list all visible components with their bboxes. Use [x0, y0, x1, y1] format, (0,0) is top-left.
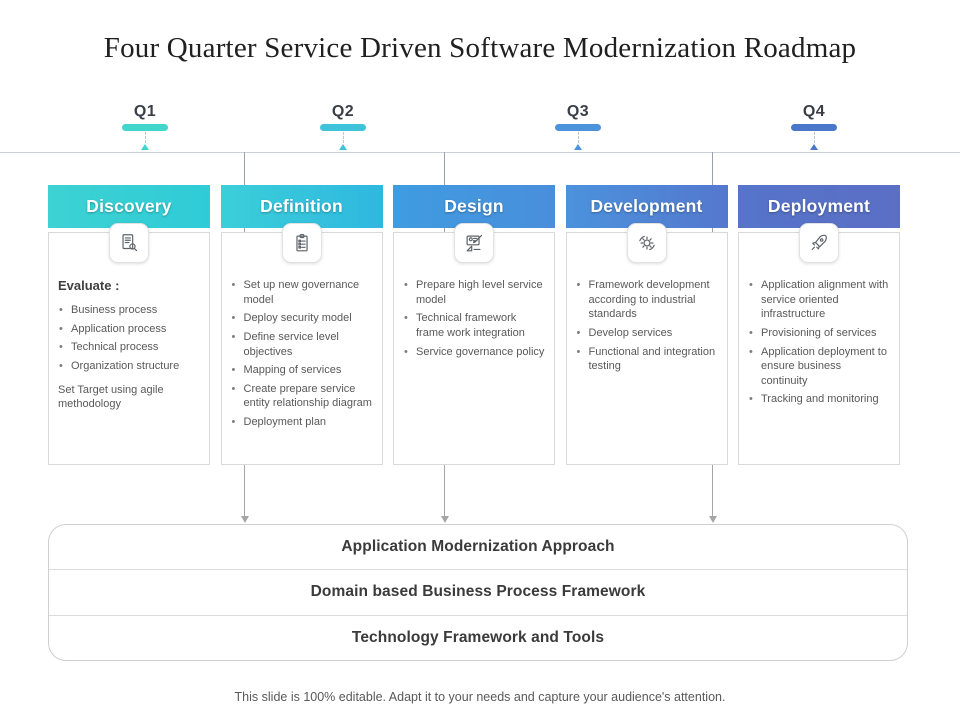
- phase-column: Development Framework development accord…: [565, 185, 728, 465]
- phase-column: Design Prepare high level service model …: [393, 185, 555, 465]
- bullet-item: Define service level objectives: [231, 330, 373, 359]
- document-search-icon: [109, 223, 149, 263]
- quarter-bar: [555, 124, 601, 131]
- phase-header: Deployment: [738, 185, 900, 228]
- clipboard-checklist-icon: [281, 223, 322, 263]
- bullet-item: Organization structure: [58, 359, 200, 374]
- bullet-item: Application alignment with service orien…: [748, 278, 890, 322]
- quarter-arrow-icon: [810, 144, 818, 150]
- phase-heading: Evaluate :: [58, 278, 120, 293]
- rocket-icon: [799, 223, 839, 263]
- quarter-bar: [122, 124, 168, 131]
- phase-body: Application alignment with service orien…: [738, 232, 900, 465]
- bullet-item: Prepare high level service model: [403, 278, 545, 307]
- quarter-arrow-icon: [574, 144, 582, 150]
- timeline-line: [0, 152, 960, 153]
- bullet-item: Functional and integration testing: [576, 345, 718, 374]
- quarter-connector-line: [813, 132, 815, 143]
- phase-columns: Discovery Evaluate : Business process Ap…: [48, 185, 900, 465]
- down-arrow-line: [244, 465, 245, 516]
- quarter-bar: [791, 124, 837, 131]
- bullet-item: Develop services: [576, 326, 718, 341]
- bullet-item: Provisioning of services: [748, 326, 890, 341]
- bullet-item: Application process: [58, 322, 200, 337]
- framework-row: Technology Framework and Tools: [49, 614, 907, 660]
- phase-bullet-list: Business process Application process Tec…: [58, 303, 200, 374]
- phase-bullet-list: Application alignment with service orien…: [748, 278, 890, 407]
- phase-body: Framework development according to indus…: [565, 232, 728, 465]
- phase-header: Definition: [220, 185, 383, 228]
- phase-note: Set Target using agile methodology: [58, 383, 164, 411]
- bullet-item: Deployment plan: [231, 415, 373, 430]
- bullet-item: Application deployment to ensure busines…: [748, 345, 890, 389]
- bullet-item: Framework development according to indus…: [576, 278, 718, 322]
- quarter-marker: Q1: [105, 103, 185, 150]
- phase-bullet-list: Set up new governance model Deploy secur…: [231, 278, 373, 430]
- gear-process-icon: [626, 223, 667, 263]
- bullet-item: Business process: [58, 303, 200, 318]
- bullet-item: Tracking and monitoring: [748, 392, 890, 407]
- phase-column: Deployment Application alignment with se…: [738, 185, 900, 465]
- down-arrow-line: [712, 465, 713, 516]
- phase-body: Prepare high level service model Technic…: [393, 232, 555, 465]
- bullet-item: Set up new governance model: [231, 278, 373, 307]
- phase-column: Discovery Evaluate : Business process Ap…: [48, 185, 210, 465]
- quarter-marker: Q3: [538, 103, 618, 150]
- bullet-item: Technical framework frame work integrati…: [403, 311, 545, 340]
- bullet-item: Service governance policy: [403, 345, 545, 360]
- quarter-label: Q4: [802, 103, 826, 120]
- framework-box: Application Modernization Approach Domai…: [48, 524, 908, 661]
- down-arrow-icon: [240, 516, 249, 523]
- phase-body: Set up new governance model Deploy secur…: [220, 232, 383, 465]
- down-arrow-line: [444, 465, 445, 516]
- phase-body: Evaluate : Business process Application …: [48, 232, 210, 465]
- framework-row: Application Modernization Approach: [341, 538, 615, 556]
- phase-bullet-list: Prepare high level service model Technic…: [403, 278, 545, 359]
- quarter-connector-line: [144, 132, 146, 143]
- bullet-item: Deploy security model: [231, 311, 373, 326]
- quarter-arrow-icon: [141, 144, 149, 150]
- quarter-arrow-icon: [339, 144, 347, 150]
- phase-column: Definition Set up new governance model D…: [220, 185, 383, 465]
- quarter-connector-line: [577, 132, 579, 143]
- bullet-item: Technical process: [58, 340, 200, 355]
- quarter-label: Q2: [331, 103, 355, 120]
- footer-note: This slide is 100% editable. Adapt it to…: [234, 690, 726, 704]
- phase-bullet-list: Framework development according to indus…: [576, 278, 718, 374]
- bullet-item: Mapping of services: [231, 363, 373, 378]
- slide-title: Four Quarter Service Driven Software Mod…: [103, 32, 857, 64]
- quarter-connector-line: [342, 132, 344, 143]
- bullet-item: Create prepare service entity relationsh…: [231, 382, 373, 411]
- down-arrow-icon: [440, 516, 449, 523]
- phase-header: Discovery: [48, 185, 210, 228]
- quarter-marker: Q2: [303, 103, 383, 150]
- design-tools-icon: [454, 223, 494, 263]
- phase-header: Design: [393, 185, 555, 228]
- quarter-label: Q1: [133, 103, 157, 120]
- quarter-marker: Q4: [774, 103, 854, 150]
- phase-header: Development: [565, 185, 728, 228]
- quarter-bar: [320, 124, 366, 131]
- down-arrow-icon: [708, 516, 717, 523]
- quarter-label: Q3: [566, 103, 590, 120]
- framework-row: Domain based Business Process Framework: [49, 569, 907, 614]
